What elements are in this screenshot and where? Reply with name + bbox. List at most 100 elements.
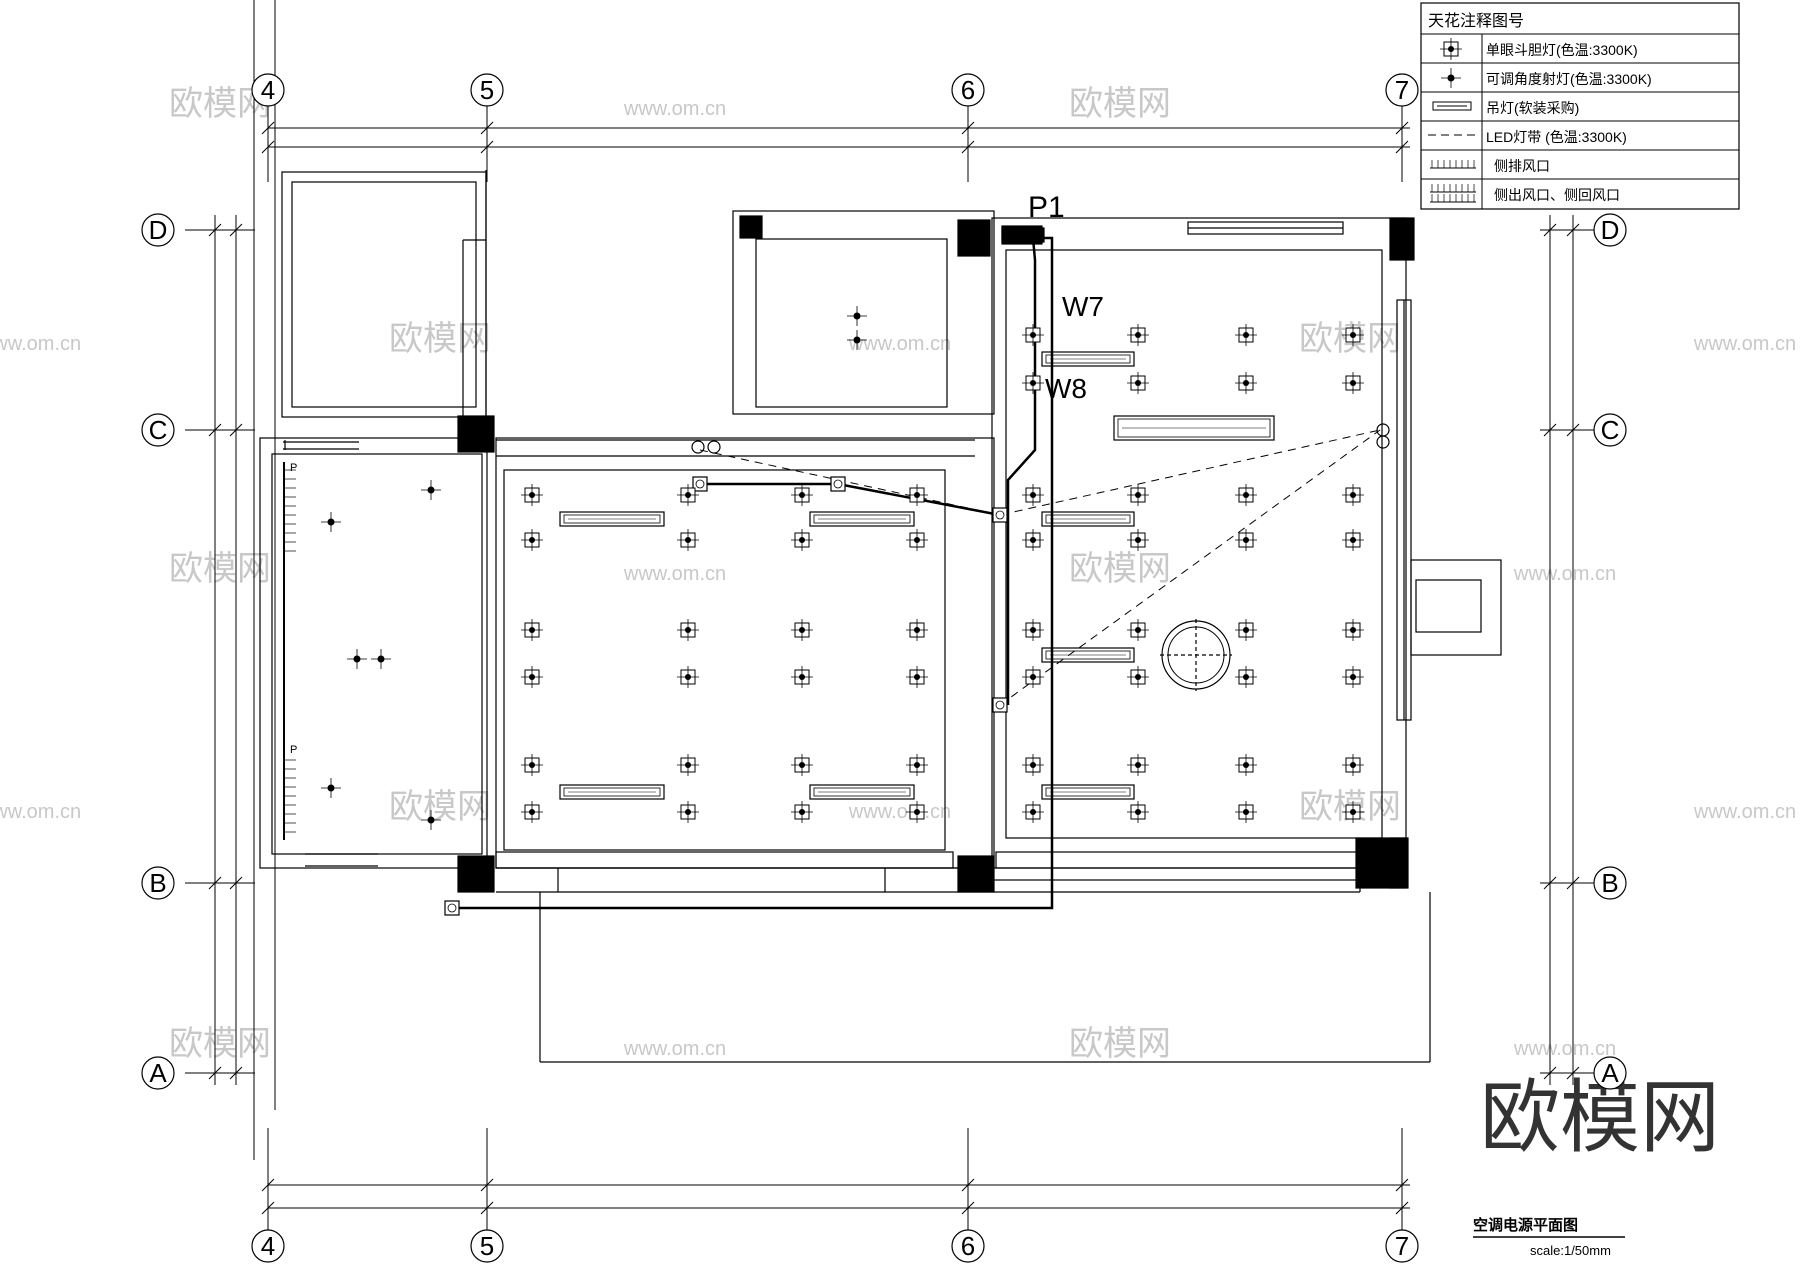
watermark-brand: 欧模网 xyxy=(1069,1025,1171,1063)
vent-mark-top: P xyxy=(290,462,297,474)
grid-bubble-col-4: 4 xyxy=(251,1229,285,1263)
single-downlight-icon xyxy=(1127,324,1149,346)
single-downlight-icon xyxy=(1127,529,1149,551)
single-downlight-icon xyxy=(1127,666,1149,688)
single-downlight-icon xyxy=(1127,754,1149,776)
grid-bubble-col-5: 5 xyxy=(470,73,504,107)
grid-bubble-row-C: C xyxy=(1593,413,1627,447)
grid-bubble-col-5: 5 xyxy=(470,1229,504,1263)
single-downlight-icon xyxy=(1342,754,1364,776)
watermark-url: www.om.cn xyxy=(848,801,951,823)
single-downlight-icon xyxy=(791,754,813,776)
spotlight-icon xyxy=(321,778,341,798)
spotlight-icon xyxy=(847,306,867,326)
single-downlight-icon xyxy=(1022,484,1044,506)
grid-bubble-col-7: 7 xyxy=(1385,1229,1419,1263)
single-downlight-icon xyxy=(1022,324,1044,346)
legend-title: 天花注释图号 xyxy=(1428,12,1524,30)
single-downlight-icon xyxy=(521,529,543,551)
svg-text:A: A xyxy=(149,1058,167,1088)
spotlight-icon xyxy=(371,649,391,669)
single-downlight-icon xyxy=(791,619,813,641)
svg-text:C: C xyxy=(1601,415,1620,445)
spotlight-icon xyxy=(847,330,867,350)
spotlight-icon xyxy=(421,810,441,830)
plan-linework xyxy=(259,170,1502,1063)
single-downlight-icon xyxy=(677,529,699,551)
single-downlight-icon xyxy=(1127,372,1149,394)
spotlight-icon xyxy=(1441,68,1461,88)
dimension-lines xyxy=(185,0,1610,1230)
single-downlight-icon xyxy=(791,801,813,823)
watermark-brand: 欧模网 xyxy=(389,320,491,358)
watermark-url: www.om.cn xyxy=(1513,563,1616,585)
svg-text:A: A xyxy=(1601,1058,1619,1088)
single-downlight-icon xyxy=(1235,372,1257,394)
single-downlight-icon xyxy=(906,529,928,551)
spotlight-icon xyxy=(421,480,441,500)
single-downlight-icon xyxy=(1022,801,1044,823)
watermark-brand: 欧模网 xyxy=(169,1025,271,1063)
single-downlight-icon xyxy=(1342,484,1364,506)
single-downlight-icon xyxy=(1235,666,1257,688)
svg-text:7: 7 xyxy=(1395,75,1409,105)
watermark-url: www.om.cn xyxy=(0,801,81,823)
legend-label-pendant: 吊灯(软装采购) xyxy=(1486,100,1579,116)
single-downlight-icon xyxy=(1342,324,1364,346)
watermark-layer: 欧模网欧模网欧模网欧模网欧模网欧模网欧模网欧模网欧模网欧模网www.om.cnw… xyxy=(0,85,1796,1162)
single-downlight-icon xyxy=(1022,619,1044,641)
grid-bubble-col-4: 4 xyxy=(251,73,285,107)
svg-text:C: C xyxy=(149,415,168,445)
watermark-url: www.om.cn xyxy=(1513,1038,1616,1060)
single-downlight-icon xyxy=(1235,619,1257,641)
single-downlight-icon xyxy=(1022,666,1044,688)
single-downlight-icon xyxy=(906,484,928,506)
single-downlight-icon xyxy=(1127,484,1149,506)
svg-text:5: 5 xyxy=(480,1231,494,1261)
svg-text:6: 6 xyxy=(961,1231,975,1261)
watermark-url: www.om.cn xyxy=(623,1038,726,1060)
single-downlight-icon xyxy=(1342,619,1364,641)
grid-bubble-row-D: D xyxy=(141,213,175,247)
pendant-lamp-icon xyxy=(1432,101,1472,111)
single-downlight-icon xyxy=(1342,801,1364,823)
grid-bubble-row-A: A xyxy=(1593,1056,1627,1090)
drawing-scale: scale:1/50mm xyxy=(1530,1243,1611,1258)
watermark-url: www.om.cn xyxy=(623,98,726,120)
single-downlight-icon xyxy=(1022,529,1044,551)
grid-bubble-col-6: 6 xyxy=(951,1229,985,1263)
single-downlight-icon xyxy=(906,801,928,823)
single-downlight-icon xyxy=(521,619,543,641)
single-downlight-icon xyxy=(1440,38,1462,60)
spotlight-icon xyxy=(321,512,341,532)
watermark-brand: 欧模网 xyxy=(169,550,271,588)
single-downlight-icon xyxy=(791,484,813,506)
svg-text:B: B xyxy=(1601,868,1618,898)
grid-bubble-row-D: D xyxy=(1593,213,1627,247)
svg-text:7: 7 xyxy=(1395,1231,1409,1261)
single-downlight-icon xyxy=(1235,529,1257,551)
single-downlight-icon xyxy=(1235,324,1257,346)
watermark-url: www.om.cn xyxy=(848,333,951,355)
single-downlight-icon xyxy=(1022,754,1044,776)
single-downlight-icon xyxy=(521,666,543,688)
single-downlight-icon xyxy=(1342,666,1364,688)
single-downlight-icon xyxy=(521,484,543,506)
grid-bubble-row-A: A xyxy=(141,1056,175,1090)
watermark-brand: 欧模网 xyxy=(1069,550,1171,588)
watermark-url: www.om.cn xyxy=(623,563,726,585)
legend-label-led-strip: LED灯带 (色温:3300K) xyxy=(1486,129,1627,145)
svg-text:6: 6 xyxy=(961,75,975,105)
svg-text:5: 5 xyxy=(480,75,494,105)
side-exhaust-vent-icon xyxy=(1430,160,1476,169)
single-downlight-icon xyxy=(906,619,928,641)
svg-text:4: 4 xyxy=(261,1231,275,1261)
single-downlight-icon xyxy=(1127,619,1149,641)
single-downlight-icon xyxy=(677,801,699,823)
single-downlight-icon xyxy=(1342,529,1364,551)
single-downlight-icon xyxy=(1235,484,1257,506)
fixture-layer xyxy=(321,306,1364,830)
circuit-label-w7: W7 xyxy=(1062,291,1104,322)
legend-label-spotlight: 可调角度射灯(色温:3300K) xyxy=(1486,71,1652,87)
